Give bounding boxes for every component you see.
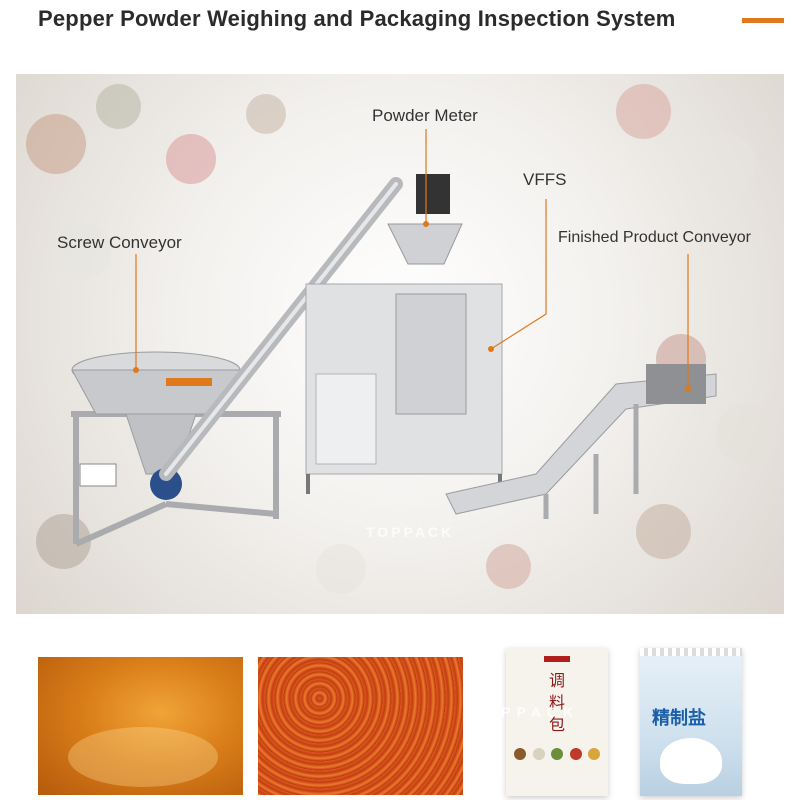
peppercorn xyxy=(56,224,111,279)
callout-powder-meter: Powder Meter xyxy=(372,106,478,125)
package-seal xyxy=(640,648,742,656)
machine-photo: TOPPACK xyxy=(16,74,784,614)
conveyor-motor xyxy=(150,468,182,500)
spice-spoons xyxy=(514,748,600,762)
powder-meter-motor xyxy=(416,174,450,214)
peppercorn xyxy=(486,544,531,589)
callout-vffs: VFFS xyxy=(523,170,567,189)
seasoning-package: 调料包 xyxy=(506,648,608,796)
peppercorn xyxy=(96,84,141,129)
pepper-powder-photo xyxy=(38,657,243,795)
callout-screw-conveyor: Screw Conveyor xyxy=(57,233,182,252)
conveyor-head-motor xyxy=(646,364,706,404)
control-box xyxy=(79,463,117,487)
title-accent-bar xyxy=(742,18,784,23)
page-title: Pepper Powder Weighing and Packaging Ins… xyxy=(38,6,676,31)
salt-package: 精制盐 xyxy=(640,648,742,796)
package-red-band xyxy=(544,656,570,662)
peppercorn xyxy=(26,114,86,174)
machine-drawing xyxy=(71,129,717,547)
peppercorn xyxy=(716,404,776,464)
powder-meter-funnel xyxy=(387,223,463,265)
watermark-bottom: TOPPACK xyxy=(470,704,580,720)
peppercorn xyxy=(696,134,756,194)
chili-flakes-photo xyxy=(258,657,463,795)
seasoning-package-text: 调料包 xyxy=(548,671,565,734)
salt-bowl xyxy=(660,738,722,784)
vffs-forming xyxy=(395,293,467,415)
peppercorn xyxy=(166,134,216,184)
vffs-panel xyxy=(315,373,377,465)
callout-finished-conveyor: Finished Product Conveyor xyxy=(558,229,751,246)
peppercorn xyxy=(316,544,366,594)
peppercorn xyxy=(616,84,671,139)
peppercorn xyxy=(246,94,286,134)
finished-conveyor-belt xyxy=(445,373,717,515)
spoon-highlight xyxy=(68,727,218,787)
hopper-logo-plate xyxy=(166,378,212,386)
watermark-text: TOPPACK xyxy=(366,524,455,540)
salt-package-text: 精制盐 xyxy=(652,708,706,729)
peppercorn xyxy=(636,504,691,559)
